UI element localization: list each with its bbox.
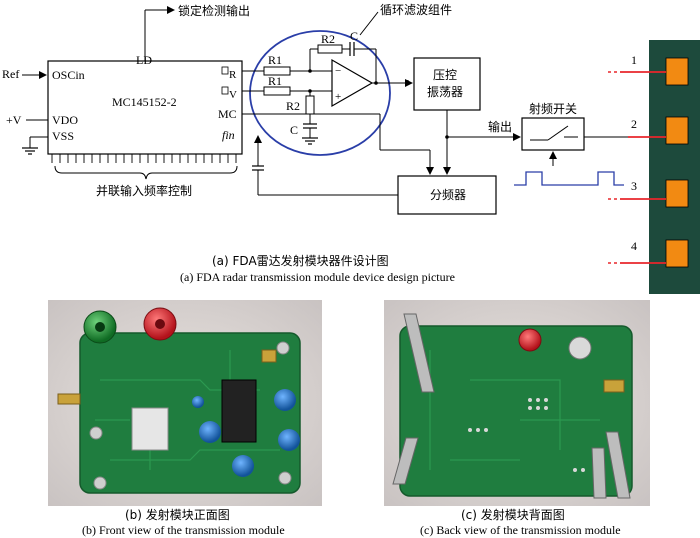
r1-top-label: R1 bbox=[268, 53, 282, 67]
caption-c-en: (c) Back view of the transmission module bbox=[420, 523, 621, 537]
caption-b-en: (b) Front view of the transmission modul… bbox=[82, 523, 285, 537]
rf-switch-label: 射频开关 bbox=[529, 101, 577, 116]
loop-filter-circle bbox=[249, 30, 391, 156]
chip-name: MC145152-2 bbox=[112, 95, 177, 109]
back-red-terminal bbox=[518, 328, 542, 352]
divider-box bbox=[397, 175, 497, 215]
ground-icon bbox=[302, 137, 318, 145]
caption-c-cn: (c) 发射模块背面图 bbox=[461, 507, 565, 522]
pin-v: V bbox=[229, 89, 237, 101]
caption-a-cn: (a) FDA雷达发射模块器件设计图 bbox=[212, 253, 389, 268]
parallel-input-label: 并联输入频率控制 bbox=[96, 183, 192, 198]
pin-r: R bbox=[229, 69, 237, 81]
svg-text:−: − bbox=[335, 65, 341, 77]
schematic: 锁定检测输出 LD bbox=[2, 3, 628, 215]
r2-bottom-label: R2 bbox=[286, 99, 300, 113]
caption-a-en: (a) FDA radar transmission module device… bbox=[180, 270, 455, 284]
antenna-patch-1 bbox=[665, 57, 689, 86]
opamp bbox=[331, 58, 374, 108]
pin-oscin: OSCin bbox=[52, 68, 85, 82]
ground-icon bbox=[22, 147, 38, 155]
vplus-label: +V bbox=[6, 113, 22, 127]
vco-label-line2: 振荡器 bbox=[427, 85, 463, 99]
c-bottom-label: C bbox=[290, 123, 298, 137]
pin-mc: MC bbox=[218, 107, 237, 121]
r1-bottom-resistor bbox=[263, 86, 291, 96]
pin-vss: VSS bbox=[52, 129, 74, 143]
vco-box bbox=[413, 57, 481, 111]
antenna-board: 1 2 3 4 bbox=[608, 40, 700, 294]
caption-b-cn: (b) 发射模块正面图 bbox=[125, 507, 230, 522]
parallel-input-brace bbox=[54, 165, 238, 180]
antenna-number-1: 1 bbox=[631, 53, 637, 67]
r2-top-resistor bbox=[317, 44, 343, 54]
antenna-number-4: 4 bbox=[631, 239, 637, 253]
oscillator bbox=[131, 407, 169, 451]
rf-switch-box bbox=[521, 117, 585, 151]
parallel-input-pins bbox=[51, 154, 237, 163]
pin-ld: LD bbox=[136, 53, 152, 67]
photo-front bbox=[48, 300, 322, 506]
ref-label: Ref bbox=[2, 67, 19, 81]
antenna-patch-3 bbox=[665, 179, 689, 208]
pcb-back bbox=[399, 325, 633, 497]
vco-label-line1: 压控 bbox=[433, 68, 457, 82]
svg-text:+: + bbox=[335, 91, 341, 103]
antenna-patch-4 bbox=[665, 239, 689, 268]
pin-fin: fin bbox=[222, 128, 235, 142]
lock-detect-label: 锁定检测输出 bbox=[178, 3, 250, 18]
pin-vdd: VDO bbox=[52, 113, 78, 127]
photo-back bbox=[384, 300, 650, 506]
r2-bottom-resistor bbox=[305, 95, 315, 115]
pulse-waveform bbox=[514, 171, 624, 186]
antenna-number-2: 2 bbox=[631, 117, 637, 131]
r2-top-label: R2 bbox=[321, 32, 335, 46]
antenna-patch-2 bbox=[665, 116, 689, 145]
r1-bottom-label: R1 bbox=[268, 74, 282, 88]
loop-filter-label: 循环滤波组件 bbox=[380, 3, 452, 17]
pcb-front bbox=[79, 332, 301, 494]
ic-chip bbox=[221, 379, 257, 443]
antenna-number-3: 3 bbox=[631, 179, 637, 193]
c-top-label: C bbox=[350, 29, 358, 43]
divider-label: 分频器 bbox=[430, 188, 466, 202]
output-label: 输出 bbox=[488, 119, 512, 134]
